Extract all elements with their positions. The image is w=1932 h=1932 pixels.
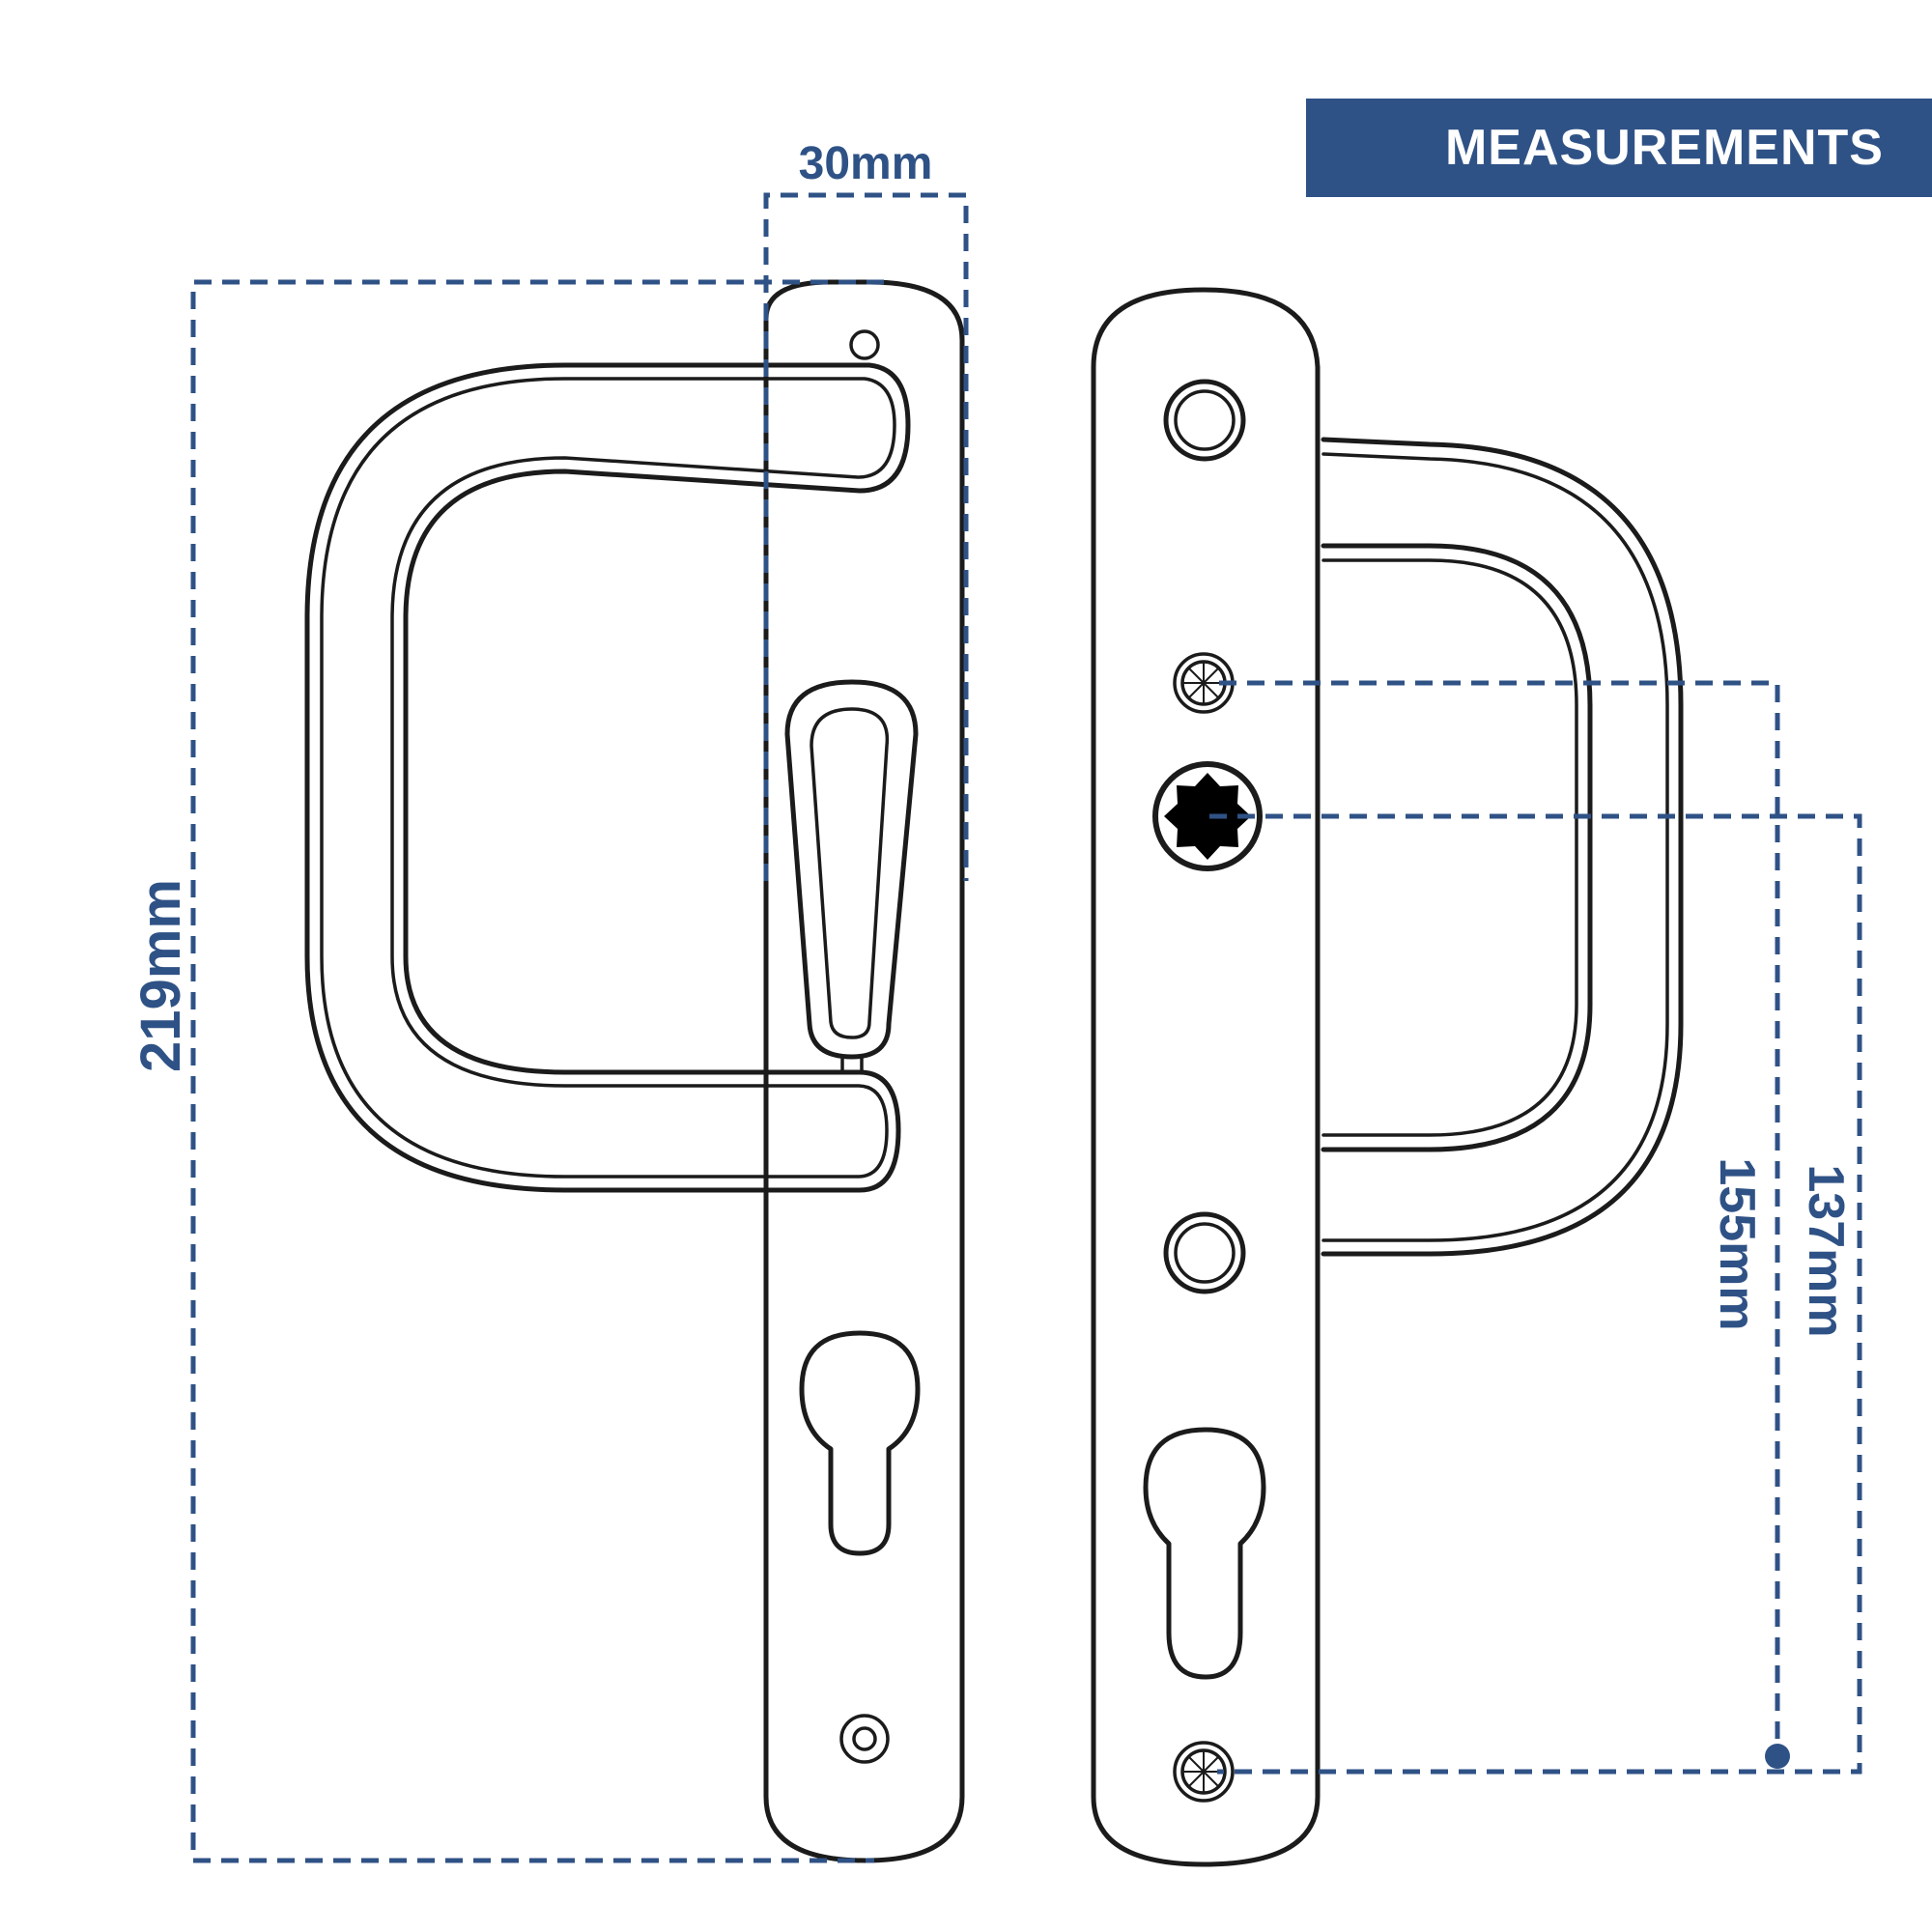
- left-bottom-screw-hole: [839, 1714, 890, 1764]
- right-handle: [1091, 287, 1684, 1867]
- overall-height-label: 219mm: [129, 879, 192, 1072]
- left-d-grip-outer: [304, 362, 911, 1193]
- dimension-plate-width: 30mm: [763, 138, 969, 881]
- dimension-spindle-to-screw: 137mm: [1209, 813, 1862, 1775]
- right-bottom-fixing-hole: [1163, 1211, 1246, 1294]
- right-spindle-icon: [1152, 761, 1263, 871]
- right-lower-screw-icon: [1173, 1741, 1235, 1803]
- right-top-fixing-hole: [1163, 379, 1246, 462]
- right-backplate: [1091, 287, 1321, 1867]
- left-keyhole: [799, 1330, 921, 1556]
- plate-width-label: 30mm: [799, 138, 933, 189]
- banner-title: MEASUREMENTS: [1444, 120, 1884, 176]
- dimension-end-dot: [1765, 1744, 1790, 1769]
- screw-centres-label: 155mm: [1709, 1157, 1765, 1330]
- left-d-grip-inner: [320, 377, 896, 1179]
- right-d-grip-outer: [1321, 437, 1684, 1257]
- right-keyhole: [1143, 1427, 1266, 1680]
- right-d-grip-inner: [1321, 543, 1593, 1152]
- left-release-lever-outer: [784, 679, 919, 1060]
- dimension-overall-height: 219mm: [129, 279, 884, 1863]
- left-handle: [304, 279, 965, 1863]
- left-top-pin-hole: [849, 329, 880, 360]
- dimension-screw-centres: 155mm: [1219, 680, 1790, 1769]
- spindle-to-screw-label: 137mm: [1798, 1164, 1854, 1337]
- measurements-banner: MEASUREMENTS: [1306, 99, 1932, 197]
- left-release-lever-inner: [810, 707, 890, 1039]
